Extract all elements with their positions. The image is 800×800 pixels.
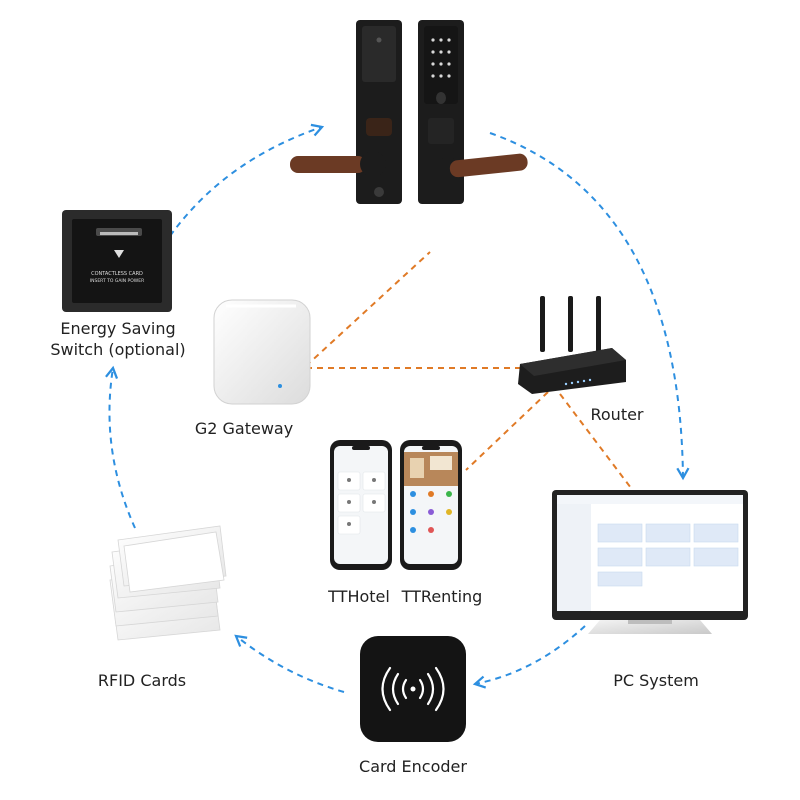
energy-switch-label: Energy Saving Switch (optional) bbox=[48, 318, 188, 360]
link-router-phones bbox=[465, 391, 549, 471]
arrow-pc-to-encoder bbox=[472, 625, 586, 689]
network-links bbox=[305, 251, 635, 493]
card-encoder-icon bbox=[360, 636, 466, 742]
router-icon bbox=[518, 296, 626, 394]
link-router-pc bbox=[559, 393, 635, 493]
ttrenting-phone-icon bbox=[400, 440, 462, 570]
switch-slot-text-1: CONTACTLESS CARD bbox=[91, 271, 143, 277]
flow-arrows bbox=[105, 123, 690, 693]
gateway-icon bbox=[213, 299, 311, 405]
rfid-cards-icon bbox=[109, 525, 227, 641]
pc-system-label: PC System bbox=[613, 671, 699, 690]
gateway-label: G2 Gateway bbox=[194, 419, 294, 438]
smart-lock-icon bbox=[290, 20, 528, 204]
tthotel-label: TTHotel bbox=[328, 587, 390, 606]
tthotel-phone-icon bbox=[330, 440, 392, 570]
rfid-cards-label: RFID Cards bbox=[97, 671, 187, 690]
ttrenting-label: TTRenting bbox=[401, 587, 483, 606]
energy-switch-icon: CONTACTLESS CARD INSERT TO GAIN POWER bbox=[62, 210, 172, 312]
arrow-cards-to-switch bbox=[105, 365, 136, 529]
arrow-switch-to-lock bbox=[169, 123, 325, 237]
arrow-encoder-to-cards bbox=[234, 634, 345, 693]
card-encoder-label: Card Encoder bbox=[359, 757, 467, 776]
pc-monitor-icon bbox=[552, 490, 748, 634]
energy-switch-label-line2: Switch (optional) bbox=[50, 340, 186, 359]
link-gateway-lock bbox=[305, 251, 431, 367]
switch-slot-text-2: INSERT TO GAIN POWER bbox=[90, 278, 144, 284]
energy-switch-label-line1: Energy Saving bbox=[60, 319, 176, 338]
router-label: Router bbox=[590, 405, 644, 424]
arrow-lock-to-pc bbox=[489, 132, 690, 481]
